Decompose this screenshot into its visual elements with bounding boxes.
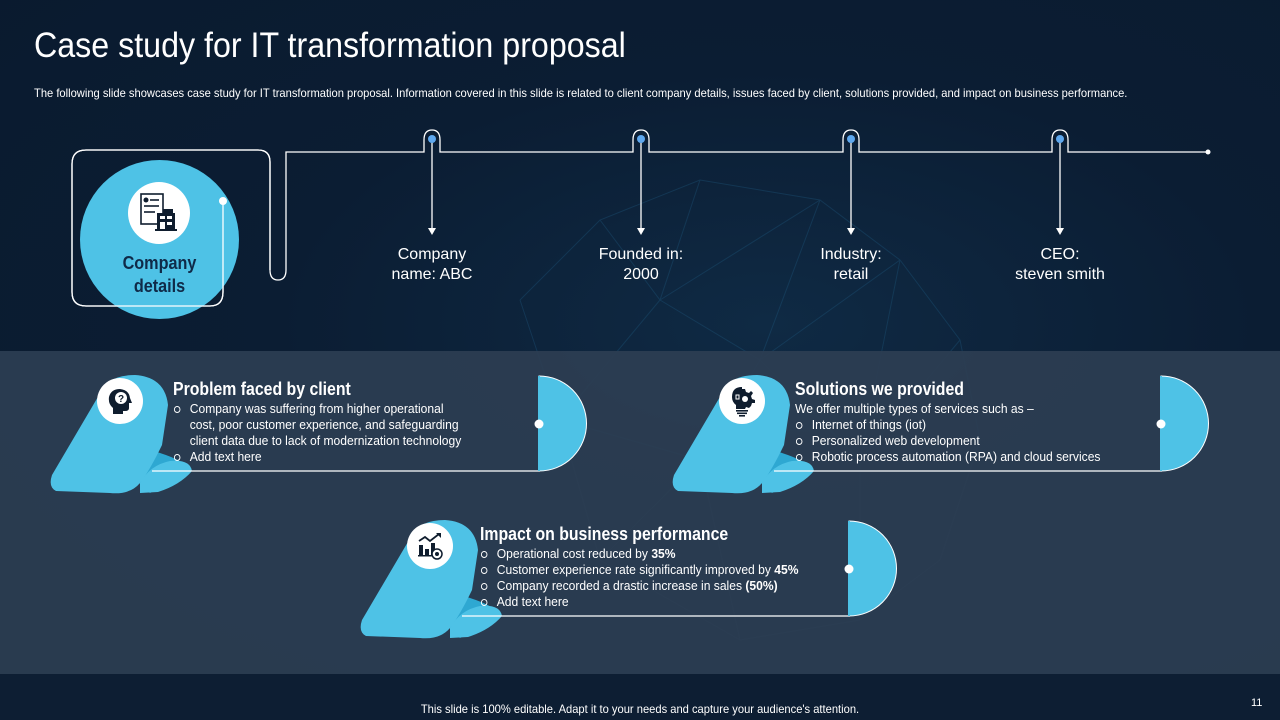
solutions-intro: We offer multiple types of services such… bbox=[795, 401, 1034, 416]
problem-item: Company was suffering from higher operat… bbox=[173, 401, 461, 449]
impact-item: Customer experience rate significantly i… bbox=[480, 562, 798, 578]
impact-icon-circle bbox=[407, 523, 453, 569]
page-number: 11 bbox=[1251, 697, 1263, 709]
problem-title: Problem faced by client bbox=[173, 379, 351, 399]
page-subtitle: The following slide showcases case study… bbox=[34, 86, 1128, 100]
impact-body: Operational cost reduced by 35% Customer… bbox=[480, 546, 798, 610]
problem-item: Add text here bbox=[173, 449, 461, 465]
company-details-label: Company details bbox=[122, 253, 197, 296]
detail-founded: Founded in: 2000 bbox=[598, 246, 684, 283]
company-icon-circle bbox=[128, 182, 190, 244]
detail-company-name: Company name: ABC bbox=[391, 246, 473, 283]
content-band bbox=[0, 351, 1280, 674]
lightbulb-gear-icon bbox=[732, 387, 755, 417]
page-title: Case study for IT transformation proposa… bbox=[34, 26, 626, 65]
problem-icon-circle: ? bbox=[97, 378, 143, 424]
impact-item: Operational cost reduced by 35% bbox=[480, 546, 798, 562]
footer-band bbox=[0, 674, 1280, 720]
chart-growth-badge-icon bbox=[418, 533, 443, 560]
detail-industry: Industry: retail bbox=[820, 246, 882, 283]
solutions-item: Personalized web development bbox=[795, 433, 1100, 449]
problem-body: Company was suffering from higher operat… bbox=[173, 401, 461, 465]
detail-ceo: CEO: steven smith bbox=[1015, 246, 1105, 283]
company-document-building-icon bbox=[140, 193, 177, 231]
footer-note: This slide is 100% editable. Adapt it to… bbox=[420, 702, 860, 716]
svg-text:?: ? bbox=[118, 394, 124, 405]
solutions-icon-circle bbox=[719, 378, 765, 424]
solutions-title: Solutions we provided bbox=[795, 379, 964, 399]
solutions-item: Internet of things (iot) bbox=[795, 417, 1100, 433]
head-question-icon: ? bbox=[108, 389, 132, 414]
solutions-body: We offer multiple types of services such… bbox=[795, 401, 1100, 465]
impact-item: Add text here bbox=[480, 594, 798, 610]
solutions-item: Robotic process automation (RPA) and clo… bbox=[795, 449, 1100, 465]
impact-item: Company recorded a drastic increase in s… bbox=[480, 578, 798, 594]
impact-title: Impact on business performance bbox=[480, 524, 729, 544]
